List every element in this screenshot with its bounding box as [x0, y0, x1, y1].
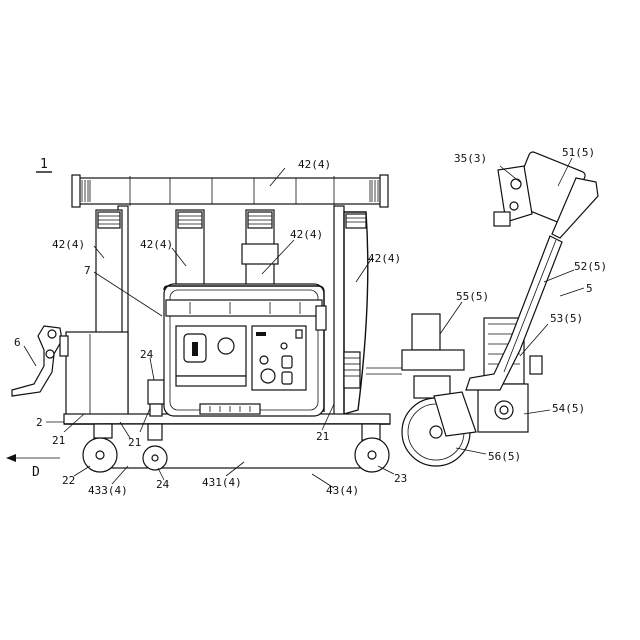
label-42-top: 42(4): [298, 158, 331, 171]
label-2: 2: [36, 416, 43, 429]
label-21-mid: 21: [128, 436, 141, 449]
label-7: 7: [84, 264, 91, 277]
label-22: 22: [62, 474, 75, 487]
label-24-upper: 24: [140, 348, 154, 361]
grinder-unit: [366, 151, 598, 466]
label-21-left: 21: [52, 434, 65, 447]
label-24-lower: 24: [156, 478, 170, 491]
label-6: 6: [14, 336, 21, 349]
label-55: 55(5): [456, 290, 489, 303]
label-51: 51(5): [562, 146, 595, 159]
label-42-left: 42(4): [52, 238, 85, 251]
label-53: 53(5): [550, 312, 583, 325]
label-direction-d: D: [32, 465, 40, 480]
label-52: 52(5): [574, 260, 607, 273]
label-54: 54(5): [552, 402, 585, 415]
label-433: 433(4): [88, 484, 128, 497]
label-56: 56(5): [488, 450, 521, 463]
generator: [164, 284, 326, 416]
label-43: 43(4): [326, 484, 359, 497]
label-21-right: 21: [316, 430, 329, 443]
figure-number: 1: [40, 157, 48, 172]
label-42-center: 42(4): [290, 228, 323, 241]
label-431: 431(4): [202, 476, 242, 489]
label-35: 35(3): [454, 152, 487, 165]
label-5: 5: [586, 282, 593, 295]
label-42-mid: 42(4): [140, 238, 173, 251]
label-42-right: 42(4): [368, 252, 401, 265]
label-23: 23: [394, 472, 407, 485]
